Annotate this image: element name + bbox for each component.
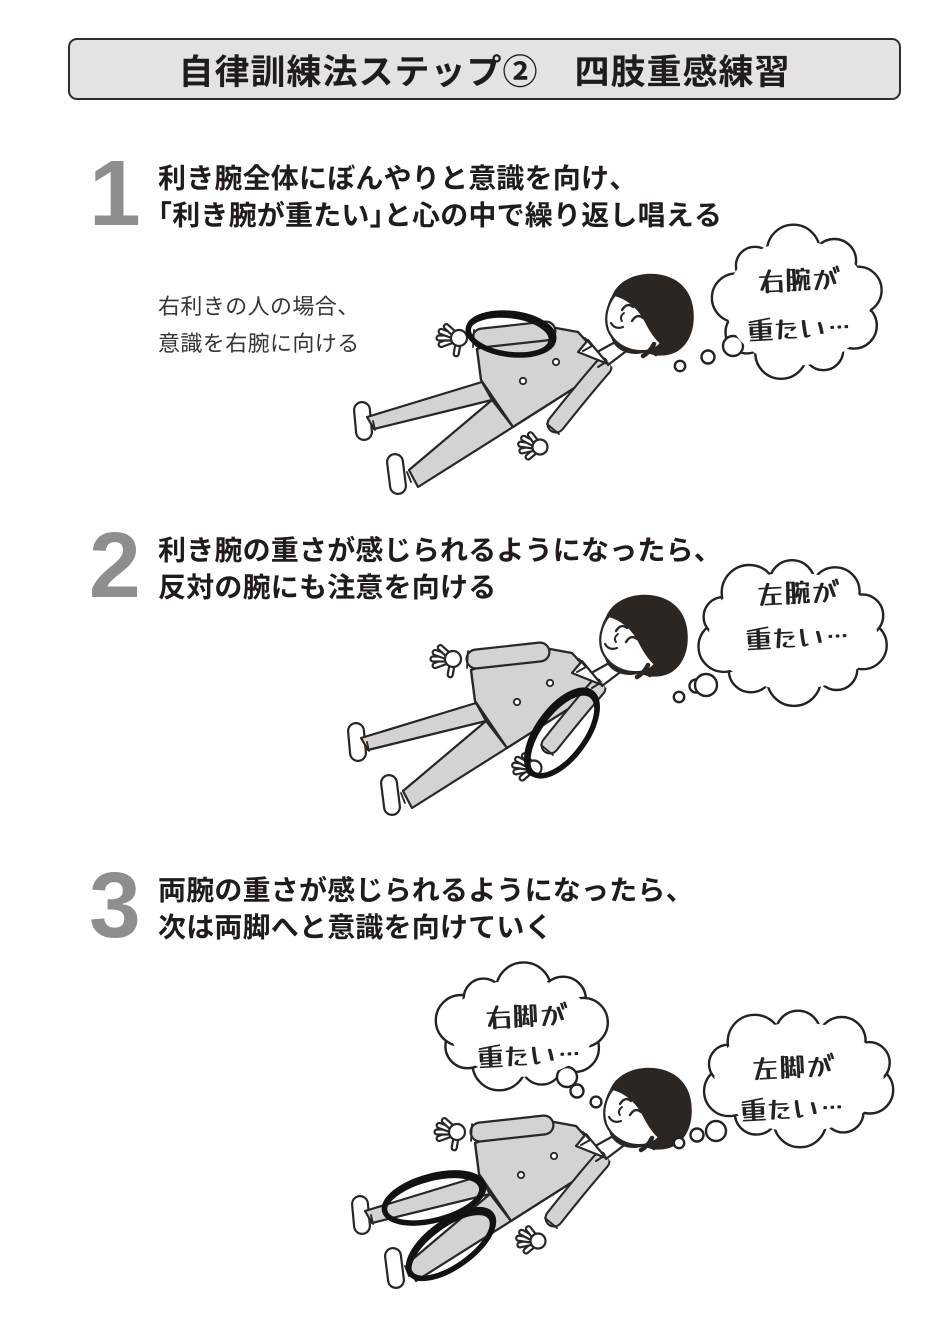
step-2-heading: 利き腕の重さが感じられるようになったら、反対の腕にも注意を向ける bbox=[158, 531, 708, 605]
bubble-2-line1: 左腕が bbox=[756, 570, 841, 613]
step-3-heading-line2: 次は両脚へと意識を向けていく bbox=[158, 906, 553, 946]
thought-bubble-3-right: 左脚が 重たい… bbox=[702, 1009, 895, 1149]
highlight-ellipse bbox=[381, 1170, 487, 1226]
step-1-note: 右利きの人の場合、意識を右腕に向ける bbox=[158, 287, 360, 361]
thought-bubble-1: 右腕が 重たい… bbox=[710, 223, 883, 381]
highlight-ellipse bbox=[465, 310, 557, 358]
thought-trail-dots bbox=[673, 349, 716, 373]
step-2-heading-line2: 反対の腕にも注意を向ける bbox=[158, 566, 497, 606]
step-1-number: 1 bbox=[89, 141, 141, 245]
bubble-3l-line1: 右脚が bbox=[484, 993, 569, 1036]
bubble-3l-line2: 重たい… bbox=[476, 1031, 585, 1076]
step-3-number: 3 bbox=[89, 853, 141, 957]
step-1-heading: 利き腕全体にぼんやりと意識を向け、「利き腕が重たい」と心の中で繰り返し唱える bbox=[158, 159, 722, 233]
step-2-heading-line1: 利き腕の重さが感じられるようになったら、 bbox=[158, 529, 709, 569]
person-figure-instance bbox=[360, 1068, 692, 1281]
bubble-3r-line2: 重たい… bbox=[739, 1084, 848, 1129]
step-3-heading-line1: 両腕の重さが感じられるようになったら、 bbox=[158, 869, 680, 909]
bubble-1-line2: 重たい… bbox=[746, 304, 855, 349]
step-1-note-line2: 意識を右腕に向ける bbox=[158, 326, 360, 358]
step-1-heading-line2: 「利き腕が重たい」と心の中で繰り返し唱える bbox=[158, 194, 723, 234]
highlight-ellipse bbox=[405, 1206, 497, 1282]
highlight-ellipse bbox=[524, 687, 600, 779]
bubble-3r-line1: 左脚が bbox=[751, 1044, 836, 1087]
step-1-note-line1: 右利きの人の場合、 bbox=[158, 289, 360, 321]
page-title: 自律訓練法ステップ② 四肢重感練習 bbox=[178, 43, 791, 95]
thought-bubble-3-left: 右脚が 重たい… bbox=[434, 961, 609, 1092]
title-box: 自律訓練法ステップ② 四肢重感練習 bbox=[68, 38, 901, 100]
thought-trail-dots bbox=[569, 1083, 705, 1150]
step-1-heading-line1: 利き腕全体にぼんやりと意識を向け、 bbox=[158, 157, 624, 197]
bubble-1-line1: 右腕が bbox=[756, 257, 841, 300]
thought-bubble-2: 左腕が 重たい… bbox=[693, 559, 888, 708]
step-2-number: 2 bbox=[89, 513, 141, 617]
step-3-heading: 両腕の重さが感じられるようになったら、次は両脚へと意識を向けていく bbox=[158, 871, 680, 945]
bubble-2-line2: 重たい… bbox=[744, 613, 853, 658]
